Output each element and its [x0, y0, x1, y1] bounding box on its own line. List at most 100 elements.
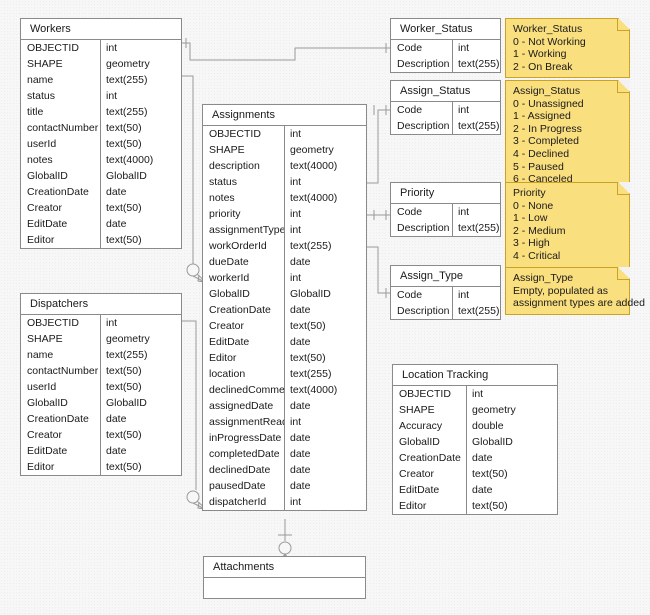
- field-name: Editor: [21, 459, 101, 475]
- field-name: userId: [21, 379, 101, 395]
- note-line: 5 - Paused: [513, 160, 564, 173]
- field-type: date: [290, 336, 311, 348]
- field-type: int: [106, 90, 118, 102]
- field-type: date: [290, 432, 311, 444]
- field-name: priority: [203, 206, 285, 222]
- field-name: declinedComment: [203, 382, 285, 398]
- field-type: geometry: [290, 144, 334, 156]
- field-type: geometry: [106, 58, 150, 70]
- field-name: pausedDate: [203, 478, 285, 494]
- note-priority-title: Priority: [513, 187, 546, 199]
- field-type: text(4000): [290, 160, 338, 172]
- note-fold-icon: [617, 80, 630, 93]
- field-type: int: [290, 416, 302, 428]
- field-name: workOrderId: [203, 238, 285, 254]
- field-name: name: [21, 347, 101, 363]
- field-row: declinedCommenttext(4000): [203, 382, 366, 398]
- field-type: text(50): [472, 468, 508, 480]
- note-line: 4 - Critical: [513, 249, 561, 262]
- entity-dispatchers-title: Dispatchers: [21, 294, 181, 315]
- field-name: SHAPE: [21, 56, 101, 72]
- field-name: SHAPE: [203, 142, 285, 158]
- note-line: 1 - Assigned: [513, 110, 571, 123]
- link-dispatchers-assignments: [182, 320, 197, 490]
- field-type: text(255): [458, 58, 500, 70]
- field-name: assignedDate: [203, 398, 285, 414]
- field-type: text(50): [106, 429, 142, 441]
- note-line: 4 - Declined: [513, 147, 570, 160]
- field-name: Code: [391, 204, 453, 220]
- crowsfoot-circle-attachments: [278, 541, 292, 555]
- field-type: int: [290, 208, 302, 220]
- field-name: Code: [391, 102, 453, 118]
- note-line: 0 - Unassigned: [513, 97, 584, 110]
- note-line: 0 - None: [513, 199, 554, 212]
- field-type: date: [290, 480, 311, 492]
- link-workers-worker-status: [182, 42, 390, 61]
- field-type: text(50): [472, 500, 508, 512]
- field-name: OBJECTID: [393, 386, 467, 402]
- field-name: EditDate: [21, 443, 101, 459]
- field-type: int: [458, 289, 470, 301]
- field-name: Editor: [21, 232, 101, 248]
- field-type: text(50): [290, 352, 326, 364]
- field-type: GlobalID: [290, 288, 331, 300]
- field-type: text(50): [106, 365, 142, 377]
- field-type: text(255): [290, 368, 332, 380]
- field-name: Description: [391, 220, 453, 236]
- field-type: double: [472, 420, 504, 432]
- field-name: EditDate: [21, 216, 101, 232]
- entity-attachments-title: Attachments: [204, 557, 365, 578]
- field-type: int: [290, 272, 302, 284]
- entity-attachments[interactable]: Attachments: [203, 556, 366, 599]
- note-assign-type-title: Assign_Type: [513, 272, 574, 284]
- field-row: EditDate date: [203, 334, 366, 350]
- note-line: 1 - Working: [513, 48, 567, 61]
- field-type: text(255): [106, 74, 148, 86]
- field-name: Creator: [21, 200, 101, 216]
- note-fold-icon: [617, 267, 630, 280]
- field-type: date: [106, 218, 127, 230]
- field-row: priority int: [203, 206, 366, 222]
- field-name: notes: [21, 152, 101, 168]
- field-type: text(50): [106, 234, 142, 246]
- field-name: Editor: [393, 498, 467, 514]
- field-name: GlobalID: [203, 286, 285, 302]
- field-type: date: [106, 445, 127, 457]
- field-name: EditDate: [203, 334, 285, 350]
- field-name: GlobalID: [393, 434, 467, 450]
- note-line: Empty, populated as: [513, 284, 608, 297]
- field-type: GlobalID: [106, 397, 147, 409]
- field-name: Accuracy: [393, 418, 467, 434]
- field-name: declinedDate: [203, 462, 285, 478]
